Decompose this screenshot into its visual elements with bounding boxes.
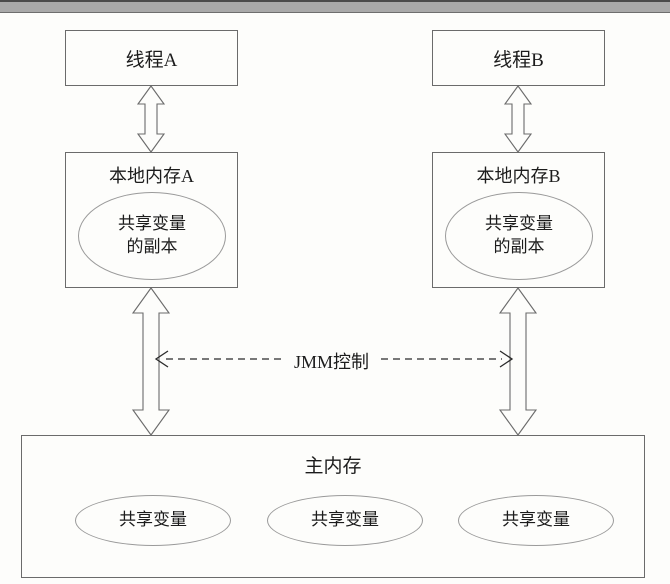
jmm-control-label: JMM控制	[293, 352, 369, 372]
local-memory-a-label: 本地内存A	[109, 166, 194, 186]
main-memory-label: 主内存	[304, 456, 362, 477]
local-memory-a-copy-line1: 共享变量	[118, 214, 186, 234]
shared-variable-label-1: 共享变量	[119, 510, 187, 530]
connector-local-a-to-main	[131, 287, 171, 436]
thread-a-box[interactable]: 线程A	[65, 30, 238, 86]
shared-variable-label-2: 共享变量	[311, 510, 379, 530]
thread-a-label: 线程A	[125, 50, 178, 71]
thread-b-box[interactable]: 线程B	[432, 30, 605, 86]
local-memory-b-copy-ellipse: 共享变量 的副本	[445, 192, 593, 280]
local-memory-a-copy-line2: 的副本	[126, 237, 178, 256]
local-memory-b-copy-line1: 共享变量	[485, 214, 553, 234]
local-memory-b-label: 本地内存B	[476, 166, 561, 186]
main-memory-box[interactable]: 主内存	[21, 435, 645, 578]
top-gray-bar	[0, 2, 670, 12]
local-memory-a-copy-ellipse: 共享变量 的副本	[78, 192, 226, 280]
connector-local-b-to-main	[498, 287, 538, 436]
shared-variable-label-3: 共享变量	[502, 510, 570, 530]
shared-variable-ellipse-1: 共享变量	[75, 495, 231, 546]
thread-b-label: 线程B	[493, 50, 544, 71]
shared-variable-ellipse-2: 共享变量	[267, 495, 423, 546]
top-border-line	[0, 0, 670, 2]
jmm-arrowhead-right	[499, 350, 514, 368]
connector-thread-b-to-local-b	[503, 85, 533, 153]
shared-variable-ellipse-3: 共享变量	[458, 495, 614, 546]
local-memory-b-copy-line2: 的副本	[493, 237, 545, 256]
jmm-arrowhead-left	[154, 350, 169, 368]
connector-thread-a-to-local-a	[136, 85, 166, 153]
top-bar-bottom-edge	[0, 12, 670, 13]
